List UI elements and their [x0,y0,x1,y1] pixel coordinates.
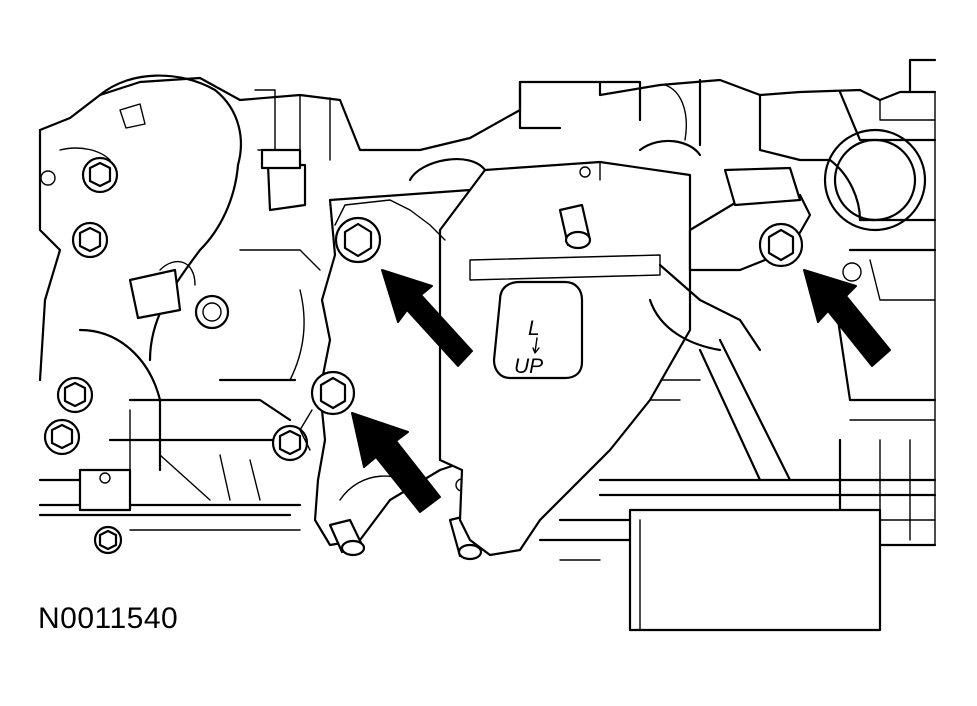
plate-marking-bottom: UP [514,355,543,378]
figure-reference-code: N0011540 [38,602,179,635]
right-mount-bracket [648,84,812,352]
engine-mount-plate: L UP [408,139,702,557]
bolt-head-left-4 [43,418,81,456]
callout-arrow-3 [803,269,891,367]
engine-block [38,58,937,632]
mount-bracket [313,188,483,561]
bolt-head-left-6 [93,525,123,555]
plate-marking-top: L [528,317,540,340]
bolt-head-left-5 [271,424,309,462]
bolt-head-left-3 [56,376,94,414]
mount-bolt-lower-left [310,370,356,416]
mount-bolt-upper-left [334,216,382,264]
bolt-head-left-1 [81,156,119,194]
callout-arrow-1 [381,269,473,367]
bolt-head-left-2 [71,221,109,259]
mount-bolt-right [758,222,804,268]
callout-arrow-2 [351,412,441,513]
